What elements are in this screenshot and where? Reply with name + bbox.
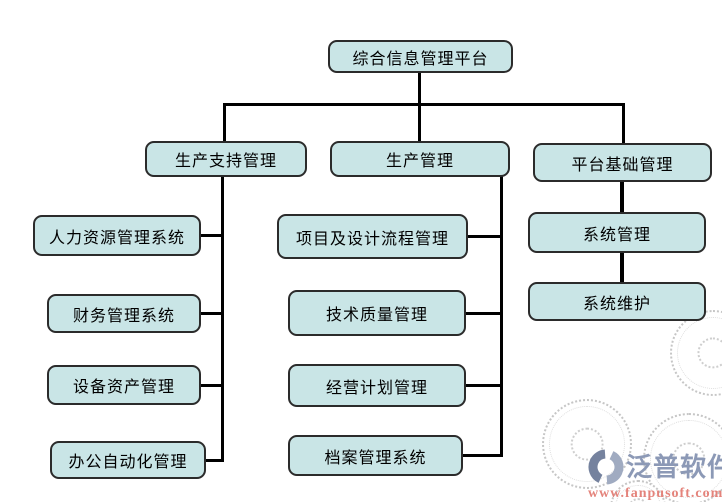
connector-right-link-1	[620, 181, 624, 213]
connector-drop-branch-3	[622, 103, 625, 145]
node-office-automation: 办公自动化管理	[50, 441, 206, 479]
node-equipment-assets: 设备资产管理	[47, 365, 201, 405]
connector-left-stub-1	[199, 234, 223, 237]
connector-main-horizontal	[223, 103, 625, 106]
connector-right-link-2	[620, 252, 624, 284]
node-production-mgmt: 生产管理	[330, 141, 510, 177]
connector-mid-elbow	[460, 454, 502, 457]
brand-url: www.fanpusoft.com	[588, 486, 722, 501]
connector-left-stub-2	[199, 312, 223, 315]
gear-icon	[670, 310, 722, 396]
node-system-maintenance: 系统维护	[528, 282, 706, 321]
connector-mid-spine	[500, 176, 503, 457]
node-platform-base: 平台基础管理	[533, 143, 712, 182]
node-business-plan: 经营计划管理	[288, 364, 466, 407]
connector-mid-stub-2	[464, 312, 502, 315]
connector-drop-branch-1	[223, 103, 226, 143]
node-archive-system: 档案管理系统	[288, 435, 463, 476]
connector-mid-stub-1	[466, 235, 502, 238]
connector-left-elbow	[203, 459, 224, 462]
brand-text: 泛普软件	[626, 452, 722, 482]
connector-drop-branch-2	[418, 103, 421, 143]
node-finance-system: 财务管理系统	[47, 294, 201, 333]
node-root: 综合信息管理平台	[328, 40, 513, 73]
node-production-support: 生产支持管理	[145, 141, 307, 177]
connector-mid-stub-3	[464, 384, 502, 387]
node-system-mgmt: 系统管理	[528, 212, 706, 253]
gear-icon	[542, 399, 632, 489]
connector-root-down	[418, 72, 421, 105]
fanpu-watermark: 泛普软件 www.fanpusoft.com	[588, 449, 722, 502]
node-hr-system: 人力资源管理系统	[33, 215, 201, 256]
fanpu-logo-icon	[588, 449, 624, 485]
node-tech-quality: 技术质量管理	[288, 290, 466, 336]
connector-left-stub-3	[199, 384, 223, 387]
node-project-design-flow: 项目及设计流程管理	[277, 214, 468, 259]
connector-left-spine	[221, 176, 224, 462]
